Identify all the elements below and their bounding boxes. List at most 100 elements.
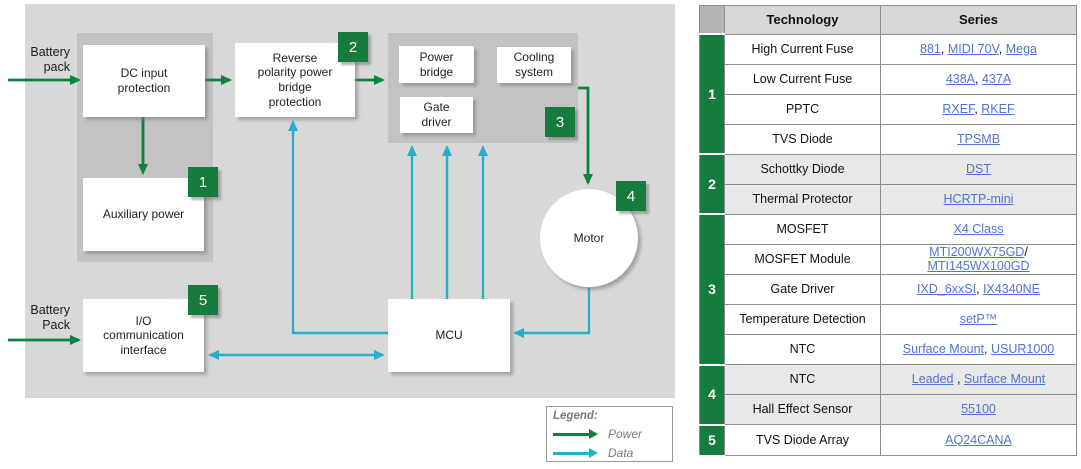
group-number-cell: 3 — [699, 213, 725, 366]
series-cell: HCRTP-mini — [880, 183, 1077, 215]
series-cell: 438A, 437A — [880, 63, 1077, 95]
series-cell: TPSMB — [880, 123, 1077, 155]
series-link[interactable]: RKEF — [981, 101, 1015, 116]
block-cooling-system: Cooling system — [497, 47, 571, 83]
series-link[interactable]: IXD_6xxSI — [917, 282, 977, 297]
table-row: Hall Effect Sensor 55100 — [700, 394, 1077, 425]
badge-5: 5 — [188, 285, 218, 315]
technology-cell: NTC — [724, 334, 881, 365]
series-link[interactable]: setP™ — [959, 312, 998, 327]
power-arrowhead-icon — [589, 429, 598, 439]
table-row: TVS Diode TPSMB — [700, 123, 1077, 155]
technology-cell: Schottky Diode — [724, 153, 881, 185]
series-link[interactable]: Surface Mount — [902, 342, 985, 357]
series-link[interactable]: Mega — [1005, 41, 1037, 56]
series-link[interactable]: 881 — [920, 41, 941, 56]
legend-data-label: Data — [608, 446, 634, 460]
series-cell: 55100 — [880, 394, 1077, 425]
label-battery-pack-bottom: Battery Pack — [30, 303, 70, 332]
technology-cell: Gate Driver — [724, 274, 881, 305]
series-separator: , — [976, 282, 984, 297]
series-cell: X4 Class — [880, 213, 1077, 245]
series-separator: , — [975, 71, 982, 86]
block-io-communication-interface: I/O communication interface — [83, 299, 204, 372]
technology-cell: Thermal Protector — [724, 183, 881, 215]
series-link[interactable]: Leaded — [911, 372, 954, 387]
data-arrow-icon — [553, 451, 589, 455]
series-link[interactable]: 437A — [981, 71, 1012, 86]
legend-row-data: Data — [553, 446, 666, 460]
technology-cell: TVS Diode — [724, 123, 881, 155]
series-cell: Leaded , Surface Mount — [880, 364, 1077, 395]
block-mcu: MCU — [388, 299, 510, 372]
series-link[interactable]: MTI145WX100GD — [927, 259, 1030, 274]
technology-header: Technology — [724, 5, 881, 35]
block-auxiliary-power: Auxiliary power — [83, 178, 204, 251]
label-battery-pack-top: Battery pack — [30, 45, 70, 74]
series-link[interactable]: TPSMB — [956, 131, 1001, 146]
legend: Legend: Power Data — [546, 406, 673, 462]
series-link[interactable]: RXEF — [942, 101, 975, 116]
series-cell: RXEF, RKEF — [880, 93, 1077, 125]
series-cell: IXD_6xxSI, IX4340NE — [880, 274, 1077, 305]
table-header-row: Technology Series — [699, 5, 1077, 35]
series-cell: AQ24CANA — [880, 424, 1077, 456]
series-separator: / — [1024, 244, 1028, 259]
group-number-cell: 1 — [699, 33, 725, 155]
technology-cell: MOSFET Module — [724, 243, 881, 275]
series-cell: MTI200WX75GD/MTI145WX100GD — [880, 243, 1077, 275]
table-row: Thermal Protector HCRTP-mini — [700, 183, 1077, 215]
group-number-cell: 4 — [699, 363, 725, 426]
series-link[interactable]: USUR1000 — [991, 342, 1055, 357]
series-separator: , — [984, 342, 991, 357]
group-number-cell: 2 — [699, 153, 725, 215]
legend-row-power: Power — [553, 427, 666, 441]
series-cell: 881, MIDI 70V, Mega — [880, 33, 1077, 65]
technology-cell: MOSFET — [724, 213, 881, 245]
series-cell: setP™ — [880, 304, 1077, 335]
series-separator: , — [953, 372, 964, 387]
technology-cell: PPTC — [724, 93, 881, 125]
group-number-cell: 5 — [699, 423, 725, 457]
series-link[interactable]: IX4340NE — [983, 282, 1040, 297]
series-header: Series — [880, 5, 1077, 35]
series-link[interactable]: Surface Mount — [963, 372, 1046, 387]
technology-cell: NTC — [724, 364, 881, 395]
series-link[interactable]: 438A — [945, 71, 976, 86]
block-power-bridge: Power bridge — [399, 46, 474, 83]
data-arrowhead-icon — [589, 448, 598, 458]
block-gate-driver: Gate driver — [400, 97, 473, 133]
series-link[interactable]: HCRTP-mini — [943, 191, 1014, 206]
series-link[interactable]: 55100 — [961, 402, 996, 417]
badge-3: 3 — [545, 107, 575, 137]
series-link[interactable]: X4 Class — [953, 221, 1004, 236]
technology-cell: TVS Diode Array — [724, 424, 881, 456]
series-separator: , — [940, 41, 948, 56]
series-link[interactable]: MTI200WX75GD — [929, 244, 1025, 259]
series-link[interactable]: DST — [966, 161, 991, 176]
technology-cell: Hall Effect Sensor — [724, 394, 881, 425]
block-reverse-polarity-protection: Reverse polarity power bridge protection — [235, 43, 355, 117]
series-cell: Surface Mount, USUR1000 — [880, 334, 1077, 365]
series-separator: , — [974, 101, 982, 116]
legend-power-label: Power — [608, 427, 643, 441]
power-arrow-icon — [553, 432, 589, 436]
table-corner-cell — [699, 5, 725, 35]
series-link[interactable]: MIDI 70V — [947, 41, 999, 56]
block-dc-input-protection: DC input protection — [83, 45, 205, 117]
series-link[interactable]: AQ24CANA — [945, 432, 1012, 447]
